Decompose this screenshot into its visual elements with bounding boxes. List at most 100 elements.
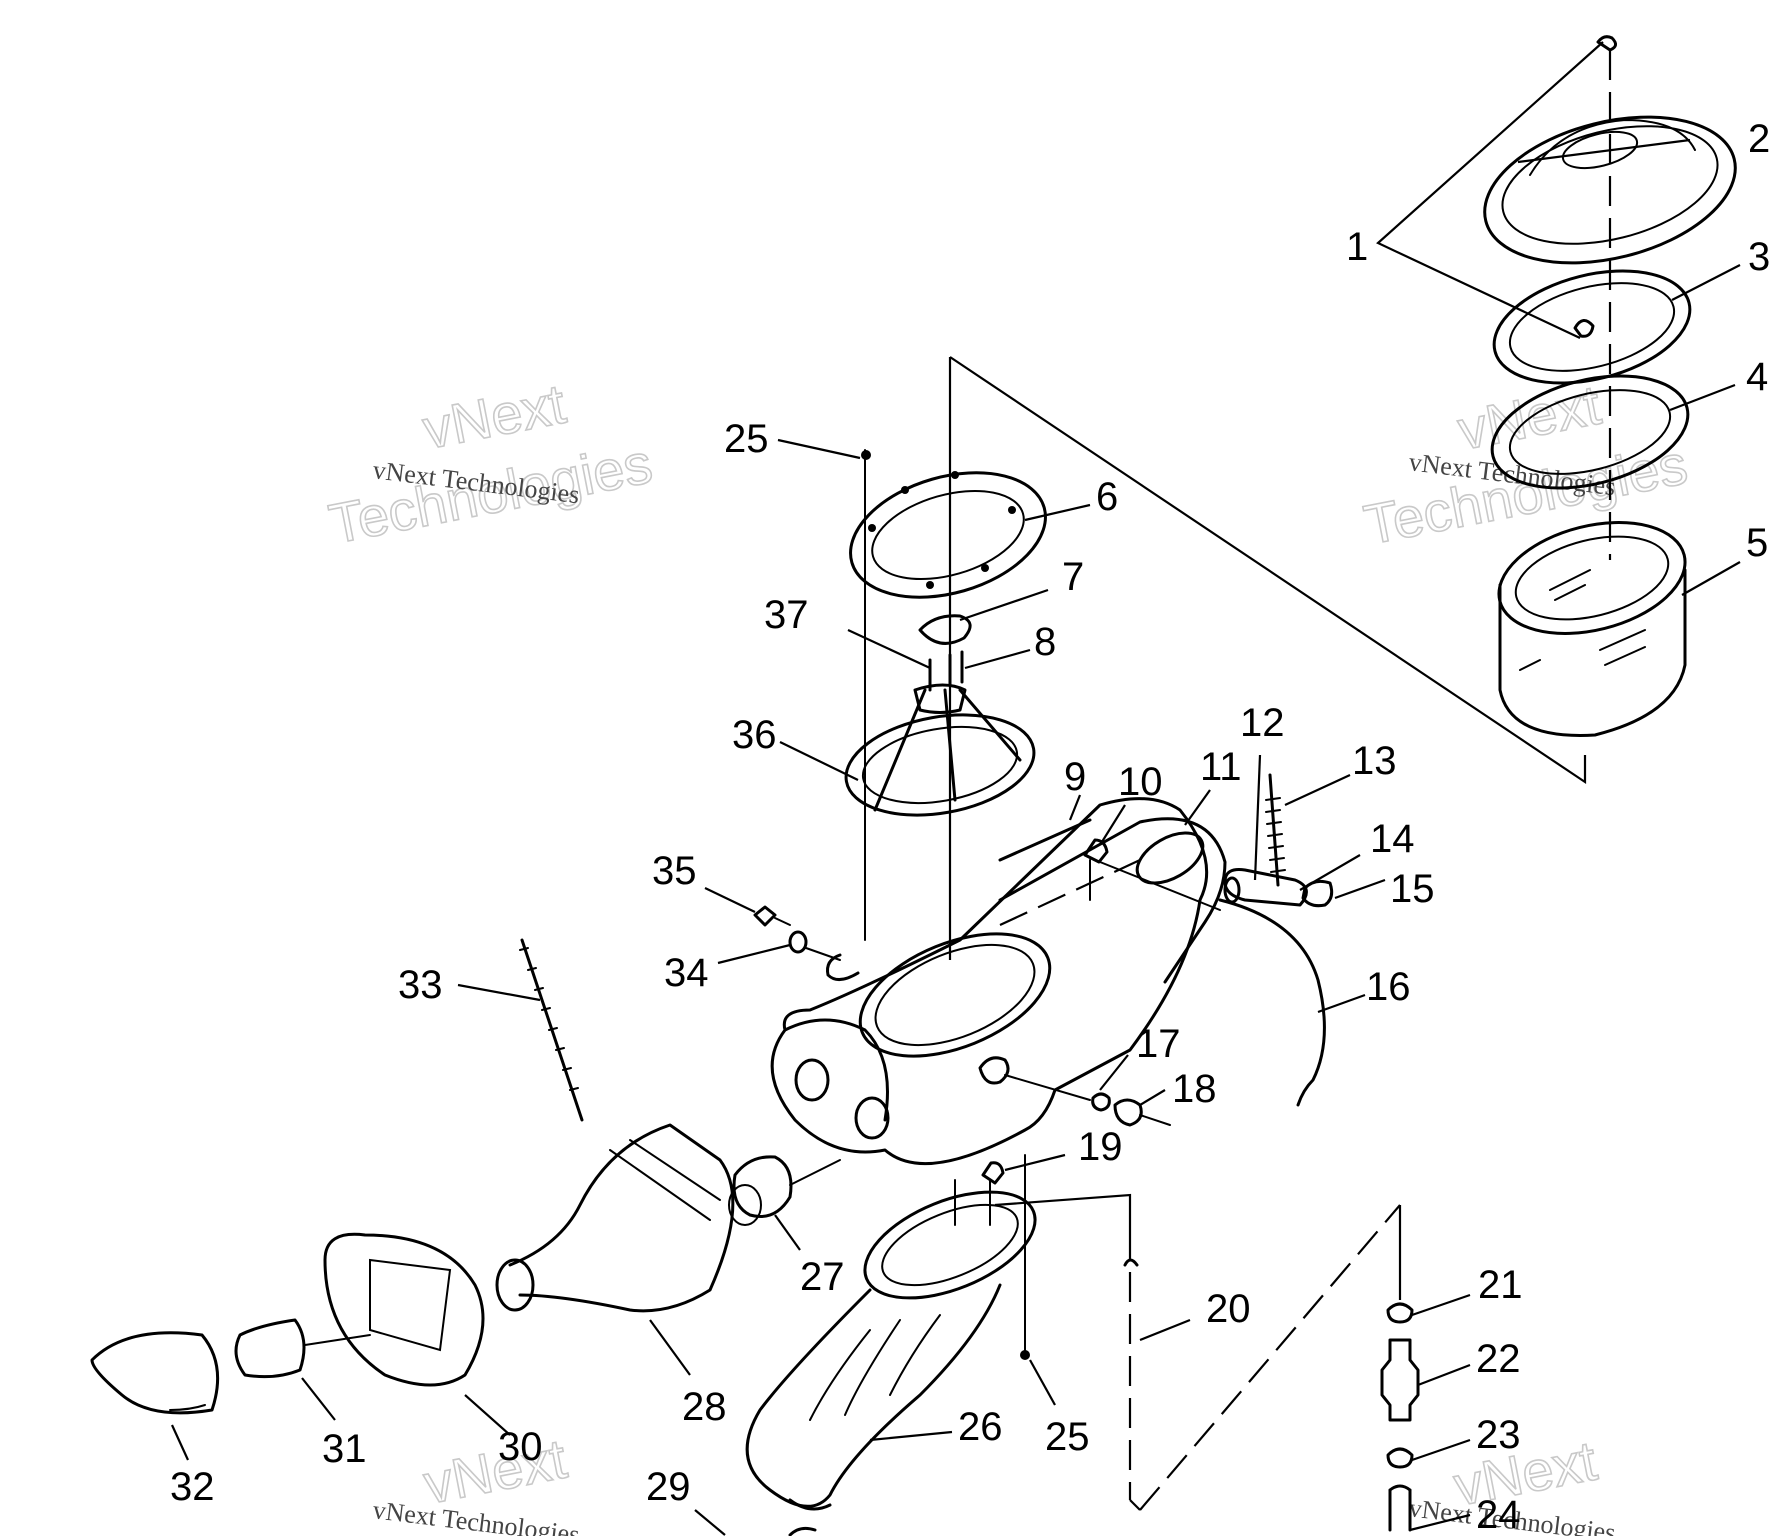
- air-box-top-opening: [858, 932, 1052, 1058]
- adapter-plate-hole: [951, 471, 959, 479]
- leader-5: [1681, 561, 1741, 596]
- lower-duct-group: [745, 1154, 1401, 1511]
- label-25-bottom: 25: [1045, 1415, 1090, 1459]
- leader-7: [959, 588, 1049, 622]
- adapter-plate-hole: [868, 524, 876, 532]
- lower-duct-ribs: [809, 1314, 941, 1421]
- filter-element-part-5: [1498, 568, 1687, 737]
- filter-element-top-inner: [1514, 535, 1670, 621]
- label-11: 11: [1200, 745, 1242, 789]
- bolt-lower-head: [1020, 1350, 1030, 1360]
- label-20: 20: [1206, 1287, 1251, 1331]
- clamp-part-23: [1386, 1447, 1414, 1469]
- fitting-part-10: [1083, 838, 1109, 864]
- label-32: 32: [170, 1465, 215, 1509]
- leader-35: [704, 887, 756, 913]
- leader-2: [1517, 138, 1691, 164]
- leader-29: [694, 1509, 726, 1536]
- bracket-struts: [873, 688, 1022, 812]
- label-13: 13: [1352, 739, 1397, 783]
- washer-axis: [805, 947, 841, 961]
- label-4: 4: [1746, 355, 1768, 399]
- leader-24: [1409, 1513, 1471, 1532]
- label-33: 33: [398, 963, 443, 1007]
- mount-ear: [826, 953, 860, 981]
- label-17: 17: [1136, 1022, 1181, 1066]
- leader-27: [774, 1214, 801, 1251]
- leader-9: [1068, 794, 1082, 821]
- bolt-35-shank: [774, 917, 791, 926]
- coupler-face: [728, 1184, 762, 1226]
- small-plate-part-7: [918, 614, 972, 645]
- label-30: 30: [498, 1425, 543, 1469]
- drain-route-line: [1139, 1204, 1401, 1511]
- air-box-body: [770, 797, 1227, 1166]
- leader-26: [869, 1430, 953, 1442]
- leader-37: [847, 629, 931, 669]
- watermark-top-right: vNext Technologies: [1358, 372, 1693, 557]
- label-28: 28: [682, 1385, 727, 1429]
- sleeve-part-31: [234, 1318, 306, 1379]
- filter-cover-dome: [1529, 118, 1696, 176]
- leader-3: [1671, 264, 1741, 301]
- clamp-part-21: [1386, 1302, 1414, 1324]
- leader-20: [1139, 1318, 1191, 1342]
- adapter-plate-hole: [926, 581, 934, 589]
- label-25-top: 25: [724, 417, 769, 461]
- leader-25-bottom: [1029, 1359, 1056, 1406]
- label-26: 26: [958, 1405, 1003, 1449]
- leader-15: [1334, 878, 1386, 900]
- label-36: 36: [732, 713, 777, 757]
- leader-33: [457, 983, 541, 1002]
- duct-outlet-part-11: [1135, 831, 1205, 885]
- lower-duct-flange-inner: [881, 1203, 1019, 1287]
- adapter-plate-inner: [871, 489, 1025, 581]
- drain-tube-end: [1123, 1258, 1139, 1267]
- wing-nut-part-1: [1596, 35, 1617, 52]
- leader-23: [1411, 1438, 1471, 1462]
- assembly-frame-line: [949, 356, 1587, 785]
- strap-teeth: [519, 947, 579, 1091]
- bracket-top-pad: [913, 683, 967, 714]
- drain-line-lead: [1094, 859, 1221, 911]
- bolt-head: [861, 450, 871, 460]
- leader-17: [1099, 1054, 1129, 1091]
- leader-34: [717, 943, 791, 965]
- leader-11: [1184, 789, 1211, 826]
- leader-14: [1299, 854, 1361, 891]
- filter-cover-part-2: [1483, 115, 1737, 265]
- label-23: 23: [1476, 1413, 1521, 1457]
- filter-element-top: [1497, 521, 1687, 635]
- label-15: 15: [1390, 867, 1435, 911]
- air-box-upper-duct: [998, 817, 1227, 984]
- bracket-part-1: [1376, 41, 1604, 339]
- coupler-part-27: [732, 1155, 793, 1218]
- intake-boot-part-28: [508, 1123, 735, 1313]
- label-35: 35: [652, 849, 697, 893]
- side-boss: [978, 1056, 1010, 1085]
- leader-4: [1669, 383, 1736, 412]
- bracket-part-36: [844, 713, 1036, 817]
- label-34: 34: [664, 951, 709, 995]
- nut-part-17: [1091, 1092, 1111, 1112]
- label-2: 2: [1748, 117, 1770, 161]
- label-24: 24: [1476, 1493, 1521, 1536]
- adapter-plate-hole: [901, 486, 909, 494]
- hose-part-14: [1223, 868, 1308, 907]
- leader-16: [1317, 993, 1366, 1014]
- seal-strip-part-9: [998, 818, 1092, 862]
- washer-part-18: [1113, 1098, 1143, 1127]
- filter-cover-inner: [1501, 125, 1719, 245]
- leader-18: [1139, 1089, 1166, 1106]
- wing-nut-lower: [1573, 319, 1595, 338]
- fastener-axis: [1004, 1074, 1171, 1126]
- bolt-part-35: [753, 905, 777, 927]
- spring-coils: [1265, 797, 1286, 873]
- watermark-big-line1: vNext: [418, 372, 571, 461]
- washer-part-34: [788, 930, 808, 954]
- label-8: 8: [1034, 620, 1056, 664]
- lower-duct-outlet: [788, 1498, 832, 1511]
- filter-mount-parts: [844, 449, 1047, 941]
- adapter-plate-hole: [1008, 506, 1016, 514]
- leader-8: [964, 648, 1031, 670]
